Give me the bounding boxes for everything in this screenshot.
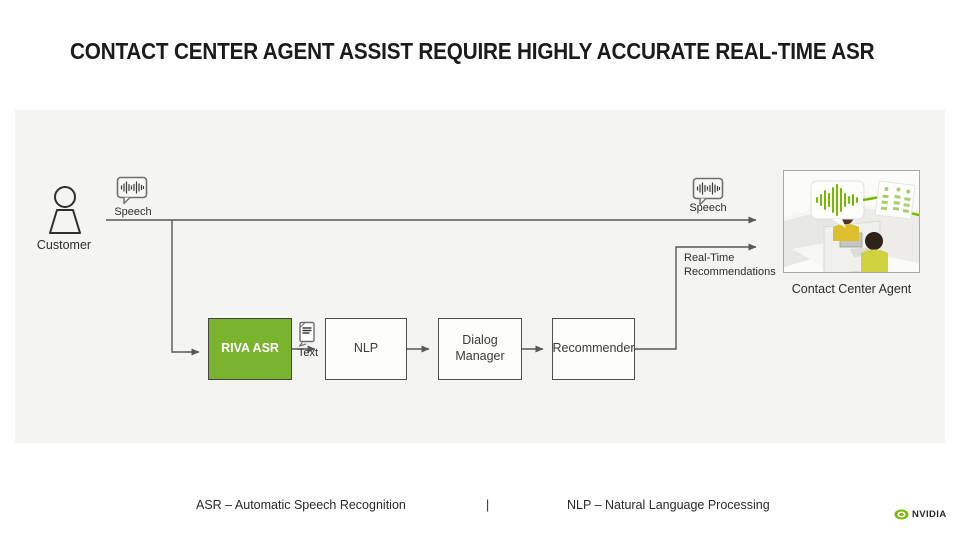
- footer-asr-definition: ASR – Automatic Speech Recognition: [196, 498, 406, 512]
- nvidia-logo: NVIDIA: [894, 509, 947, 520]
- customer-label: Customer: [36, 238, 92, 252]
- nvidia-eye-icon: [894, 509, 909, 520]
- text-label: Text: [297, 347, 319, 359]
- nvidia-logo-text: NVIDIA: [912, 509, 947, 520]
- speech-out-label: Speech: [689, 202, 727, 214]
- contact-center-agent-photo: [783, 170, 920, 273]
- nlp-box: NLP: [325, 318, 407, 380]
- agent-photo-illustration: [784, 171, 919, 272]
- footer-separator: |: [486, 498, 490, 512]
- diagram-panel: [15, 110, 945, 443]
- recommender-box-label: Recommender: [552, 341, 635, 356]
- footer-nlp-definition: NLP – Natural Language Processing: [567, 498, 770, 512]
- riva-asr-box-label: RIVA ASR: [221, 341, 279, 356]
- nlp-box-label: NLP: [353, 341, 379, 356]
- dialog-manager-box: Dialog Manager: [438, 318, 522, 380]
- realtime-recommendations-label: Real-Time Recommendations: [684, 252, 776, 278]
- speech-in-label: Speech: [114, 206, 152, 218]
- customer-icon: [49, 186, 81, 234]
- slide-title: CONTACT CENTER AGENT ASSIST REQUIRE HIGH…: [70, 38, 875, 64]
- speech-out-icon: [692, 177, 724, 206]
- recommender-box: Recommender: [552, 318, 635, 380]
- contact-center-agent-label: Contact Center Agent: [791, 282, 912, 296]
- speech-in-icon: [116, 176, 148, 205]
- text-document-icon: [298, 321, 315, 347]
- riva-asr-box: RIVA ASR: [208, 318, 292, 380]
- dialog-manager-box-label: Dialog Manager: [455, 333, 505, 363]
